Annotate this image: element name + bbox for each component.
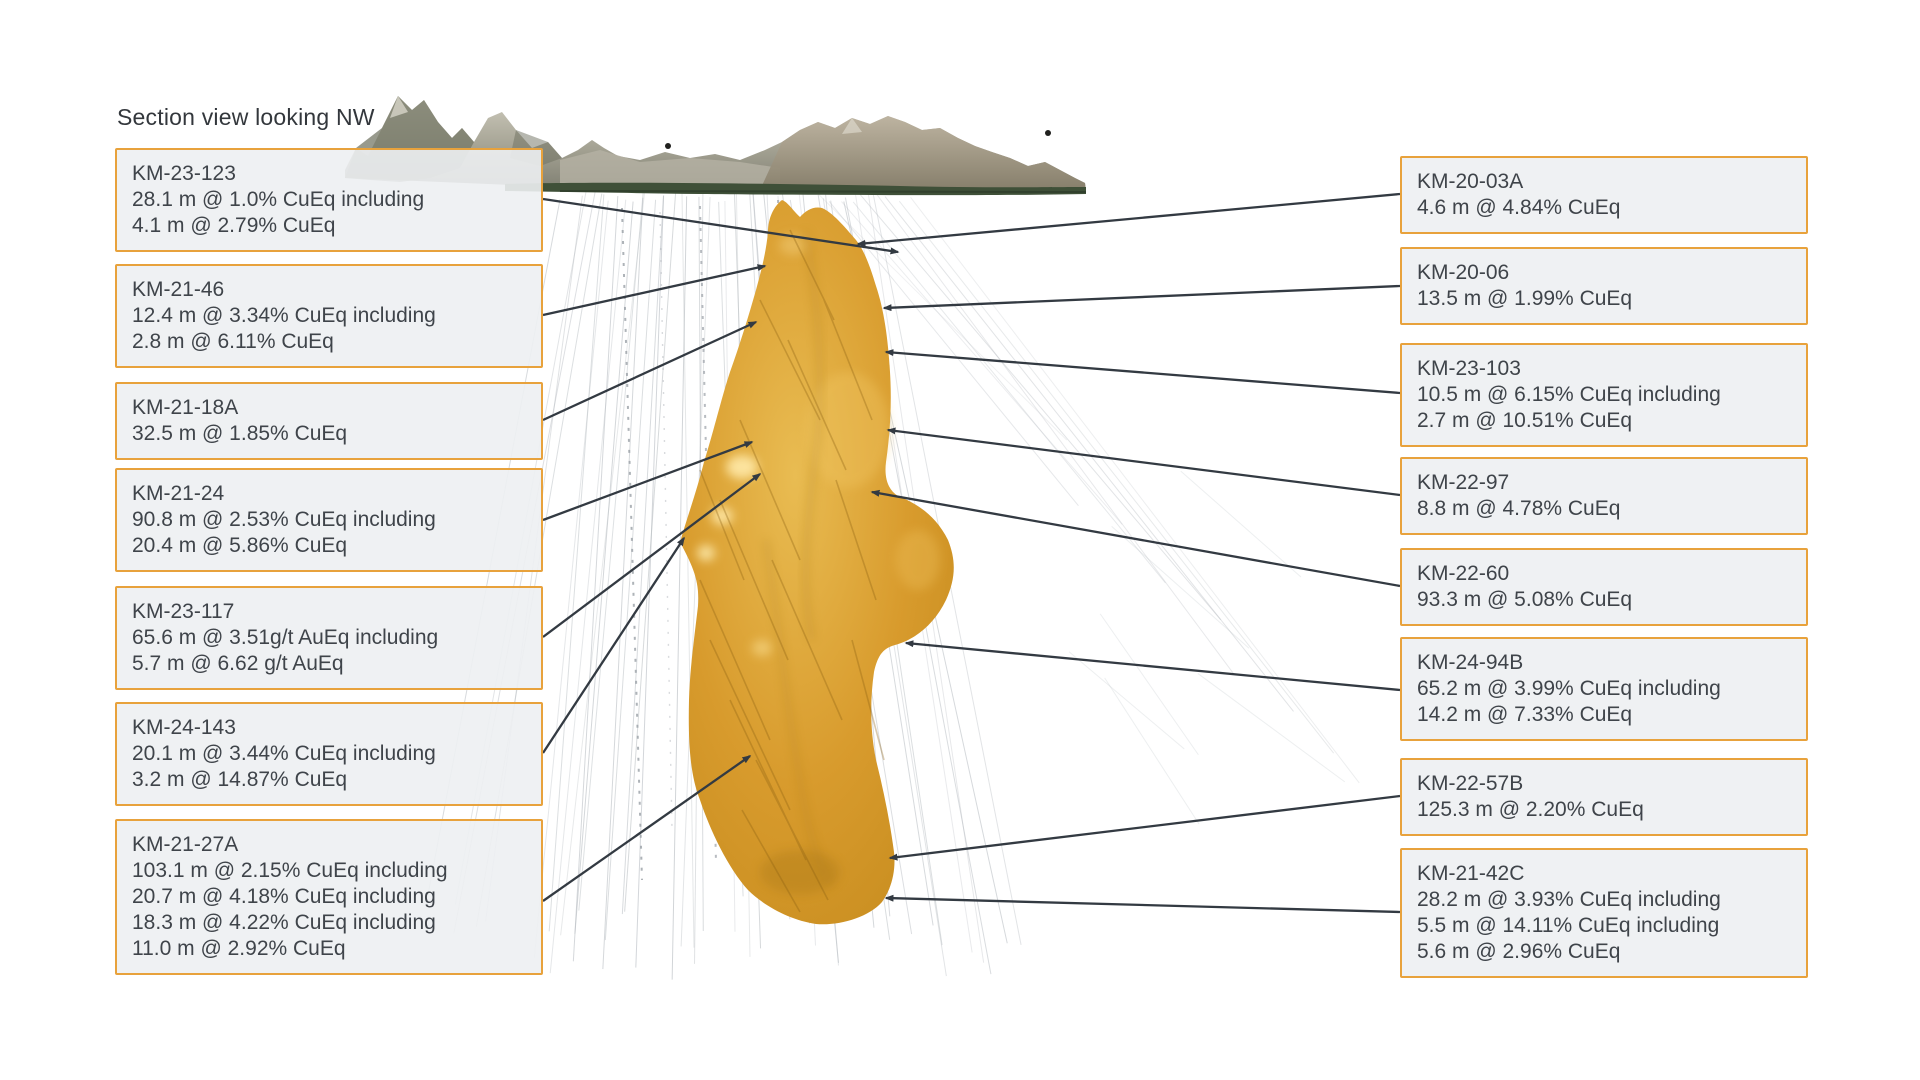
- drillhole-id: KM-20-03A: [1417, 170, 1524, 193]
- drillhole-id: KM-21-27A: [132, 833, 239, 856]
- drillhole-id: KM-23-123: [132, 162, 236, 185]
- callout-km-24-94b: KM-24-94B 65.2 m @ 3.99% CuEq including …: [1400, 637, 1808, 741]
- page-title: Section view looking NW: [117, 104, 375, 130]
- callout-km-21-24: KM-21-24 90.8 m @ 2.53% CuEq including 2…: [115, 468, 543, 572]
- drillhole-result: 13.5 m @ 1.99% CuEq: [1417, 287, 1633, 310]
- leader-km-21-46: [542, 264, 767, 317]
- drillhole-result: 65.2 m @ 3.99% CuEq including 14.2 m @ 7…: [1417, 677, 1721, 726]
- leader-km-23-123: [542, 197, 900, 255]
- drillhole-result: 4.6 m @ 4.84% CuEq: [1417, 196, 1621, 219]
- leader-km-21-24: [542, 440, 754, 522]
- callout-km-23-123: KM-23-123 28.1 m @ 1.0% CuEq including 4…: [115, 148, 543, 252]
- leader-km-24-143: [542, 536, 685, 754]
- orebody-streaks: [699, 229, 885, 913]
- drillhole-result: 93.3 m @ 5.08% CuEq: [1417, 588, 1633, 611]
- drillhole-id: KM-21-18A: [132, 396, 239, 419]
- leader-km-20-03a: [856, 192, 1401, 247]
- callout-km-20-06: KM-20-06 13.5 m @ 1.99% CuEq: [1400, 247, 1808, 325]
- leader-km-22-57b: [888, 794, 1401, 861]
- drillhole-id: KM-24-94B: [1417, 651, 1524, 674]
- leader-km-21-18a: [542, 320, 758, 422]
- drillhole-result: 103.1 m @ 2.15% CuEq including 20.7 m @ …: [132, 859, 448, 960]
- leader-lines: [542, 192, 1401, 914]
- drillhole-id: KM-22-57B: [1417, 772, 1524, 795]
- callout-km-24-143: KM-24-143 20.1 m @ 3.44% CuEq including …: [115, 702, 543, 806]
- callout-km-22-57b: KM-22-57B 125.3 m @ 2.20% CuEq: [1400, 758, 1808, 836]
- orebody-solid: [680, 200, 954, 925]
- drillhole-result: 28.1 m @ 1.0% CuEq including 4.1 m @ 2.7…: [132, 188, 425, 237]
- drillhole-id: KM-23-103: [1417, 357, 1521, 380]
- leader-km-21-42c: [884, 894, 1401, 914]
- drillhole-result: 32.5 m @ 1.85% CuEq: [132, 422, 348, 445]
- callout-km-21-46: KM-21-46 12.4 m @ 3.34% CuEq including 2…: [115, 264, 543, 368]
- drillhole-result: 8.8 m @ 4.78% CuEq: [1417, 497, 1621, 520]
- drillhole-result: 65.6 m @ 3.51g/t AuEq including 5.7 m @ …: [132, 626, 439, 675]
- callout-km-21-27a: KM-21-27A 103.1 m @ 2.15% CuEq including…: [115, 819, 543, 975]
- drillhole-result: 10.5 m @ 6.15% CuEq including 2.7 m @ 10…: [1417, 383, 1721, 432]
- drillhole-result: 12.4 m @ 3.34% CuEq including 2.8 m @ 6.…: [132, 304, 436, 353]
- drillhole-result: 125.3 m @ 2.20% CuEq: [1417, 798, 1644, 821]
- callout-km-22-60: KM-22-60 93.3 m @ 5.08% CuEq: [1400, 548, 1808, 626]
- leader-km-22-60: [870, 489, 1401, 588]
- callout-km-23-117: KM-23-117 65.6 m @ 3.51g/t AuEq includin…: [115, 586, 543, 690]
- leader-km-23-103: [884, 349, 1401, 395]
- drillhole-id: KM-21-24: [132, 482, 225, 505]
- leader-km-24-94b: [904, 640, 1401, 692]
- drillhole-id: KM-21-42C: [1417, 862, 1525, 885]
- callout-km-22-97: KM-22-97 8.8 m @ 4.78% CuEq: [1400, 457, 1808, 535]
- callout-km-20-03a: KM-20-03A 4.6 m @ 4.84% CuEq: [1400, 156, 1808, 234]
- terrain-dot-icon: [1045, 130, 1051, 136]
- leader-km-22-97: [886, 427, 1401, 497]
- callout-km-21-42c: KM-21-42C 28.2 m @ 3.93% CuEq including …: [1400, 848, 1808, 978]
- drillhole-result: 90.8 m @ 2.53% CuEq including 20.4 m @ 5…: [132, 508, 436, 557]
- callout-km-21-18a: KM-21-18A 32.5 m @ 1.85% CuEq: [115, 382, 543, 460]
- drillhole-id: KM-22-97: [1417, 471, 1510, 494]
- callout-km-23-103: KM-23-103 10.5 m @ 6.15% CuEq including …: [1400, 343, 1808, 447]
- drillhole-id: KM-23-117: [132, 600, 235, 623]
- drillhole-result: 20.1 m @ 3.44% CuEq including 3.2 m @ 14…: [132, 742, 436, 791]
- leader-km-23-117: [542, 473, 762, 638]
- drillhole-id: KM-20-06: [1417, 261, 1510, 284]
- drillhole-id: KM-21-46: [132, 278, 225, 301]
- terrain-dot-icon: [665, 143, 671, 149]
- drillhole-id: KM-22-60: [1417, 562, 1510, 585]
- leader-km-21-27a: [542, 755, 752, 902]
- drillhole-id: KM-24-143: [132, 716, 236, 739]
- drillhole-result: 28.2 m @ 3.93% CuEq including 5.5 m @ 14…: [1417, 888, 1721, 963]
- leader-km-20-06: [882, 284, 1401, 312]
